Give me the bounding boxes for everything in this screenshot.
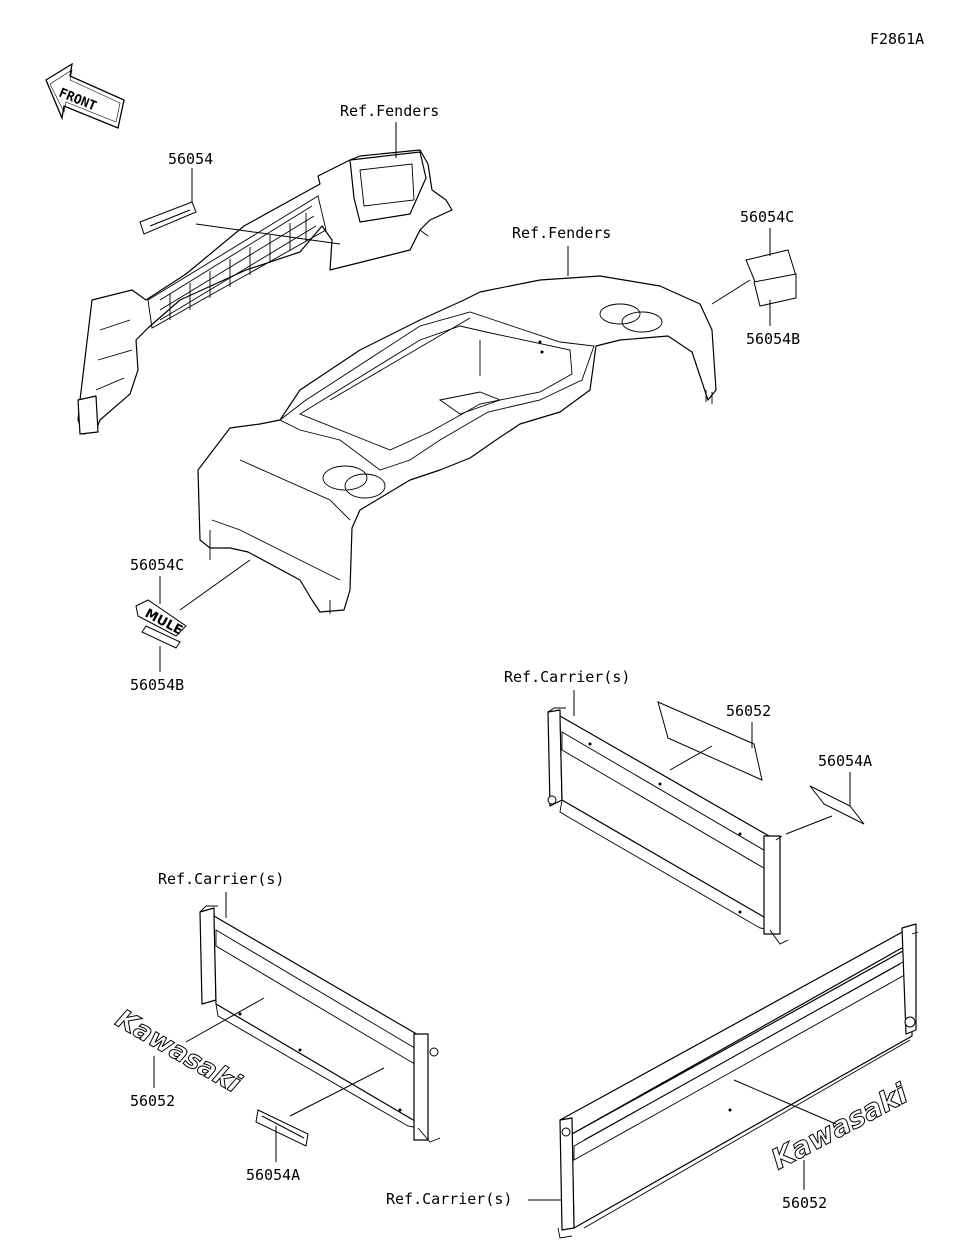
callout-56054a-top: 56054A (818, 752, 872, 770)
leader-56052-top (669, 722, 753, 771)
leader-56054b-right (711, 279, 771, 326)
callout-ref-fenders-rear: Ref.Fenders (512, 224, 611, 242)
leader-56054c-left (159, 559, 251, 611)
carrier-tailgate-mid (199, 905, 441, 1143)
carrier-tailgate-top (547, 707, 789, 945)
callout-56052-top: 56052 (726, 702, 771, 720)
front-direction-arrow-icon: FRONT (45, 62, 125, 129)
callout-ref-carrier-top: Ref.Carrier(s) (504, 668, 630, 686)
leader-56052-left (153, 997, 265, 1088)
callout-56052-bottom: 56052 (782, 1194, 827, 1212)
callout-56054b-left: 56054B (130, 676, 184, 694)
decal-56054a-left (255, 1109, 309, 1147)
kawasaki-left-text: Kawasaki (111, 1004, 247, 1100)
callout-56054a-left: 56054A (246, 1166, 300, 1184)
callout-ref-fenders-front: Ref.Fenders (340, 102, 439, 120)
carrier-tailgate-bottom (557, 923, 919, 1239)
callout-56054c-left: 56054C (130, 556, 184, 574)
callout-56054c-right: 56054C (740, 208, 794, 226)
figure-code: F2861A (870, 30, 924, 48)
leader-56054a-top (785, 772, 851, 835)
decal-56054c-b-right (745, 249, 797, 307)
decal-mule-badge: MULE (135, 599, 187, 649)
leader-56052-bottom (733, 1079, 837, 1190)
callout-ref-carrier-bottom: Ref.Carrier(s) (386, 1190, 512, 1208)
decal-56054-front (139, 201, 197, 235)
leader-56054a-left (275, 1067, 385, 1162)
decal-56052-top (657, 701, 763, 781)
leader-56054-front (191, 168, 341, 245)
decal-56054a-top (809, 785, 865, 825)
callout-56054b-right: 56054B (746, 330, 800, 348)
rear-fender-assembly (197, 275, 717, 614)
callout-56054-front: 56054 (168, 150, 213, 168)
callout-56052-left: 56052 (130, 1092, 175, 1110)
decal-kawasaki-left: Kawasaki (110, 1004, 247, 1101)
callout-ref-carrier-mid: Ref.Carrier(s) (158, 870, 284, 888)
